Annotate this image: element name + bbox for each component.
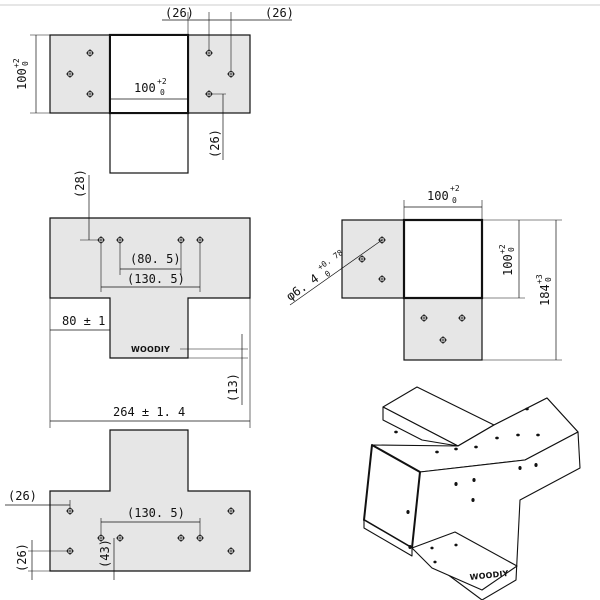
iso-holes xyxy=(394,407,540,564)
bottom-view-holes xyxy=(66,507,235,555)
dim-tol: 0 xyxy=(452,196,457,205)
svg-text:0: 0 xyxy=(21,61,30,66)
dim-text-side-184: 184 +3 0 xyxy=(535,274,553,306)
top-view-square xyxy=(108,33,190,115)
dim-text-bottom-26-side: (26) xyxy=(15,543,29,572)
dim-text-top-inner: 100 xyxy=(134,81,156,95)
dim-text-hole-dia: φ6. 4 +0. 78 0 xyxy=(284,248,345,304)
svg-text:(43): (43) xyxy=(98,539,112,568)
dim-tol: +2 xyxy=(157,77,167,86)
iso-top-arm-side xyxy=(382,406,459,447)
iso-logo: WOODIY xyxy=(469,569,509,582)
svg-text:0: 0 xyxy=(507,247,516,252)
dim-text-bottom-26-top: (26) xyxy=(8,489,37,503)
dim-text-side-100: 100 xyxy=(427,189,449,203)
side-view-square-fill xyxy=(404,220,482,298)
dim-text-bottom-43: (43) xyxy=(98,539,112,568)
svg-text:100: 100 xyxy=(15,68,29,90)
dim-text-top-vert-26: (26) xyxy=(208,129,222,158)
dim-text-side-100v: 100 +2 0 xyxy=(498,244,516,276)
front-view: (28) (80. 5) (130. 5) 80 ± 1 WOODIY (13)… xyxy=(49,169,251,428)
svg-text:+2: +2 xyxy=(12,58,21,68)
svg-text:(26): (26) xyxy=(208,129,222,158)
side-view: 100 +2 0 100 +2 0 184 +3 0 φ6. 4 +0. 78 … xyxy=(284,184,562,361)
dim-text-top-left-26: (26) xyxy=(165,6,194,20)
svg-text:+3: +3 xyxy=(535,274,544,284)
top-view-square-fill xyxy=(111,36,187,112)
iso-bottom-tab xyxy=(411,531,518,591)
dim-text-front-13: (13) xyxy=(226,373,240,402)
top-view: (26) (26) 100 +2 0 100 +2 0 (26) xyxy=(12,6,294,174)
dim-text-front-80: 80 ± 1 xyxy=(62,314,105,328)
bottom-view-plate xyxy=(49,429,251,572)
dim-text-front-80-5: (80. 5) xyxy=(130,252,181,266)
dim-text-front-28: (28) xyxy=(73,169,87,198)
dim-text-bottom-130-5: (130. 5) xyxy=(127,506,185,520)
dim-text-top-right-26: (26) xyxy=(265,6,294,20)
svg-text:0: 0 xyxy=(544,277,553,282)
svg-text:0: 0 xyxy=(323,269,332,279)
side-view-tab xyxy=(403,297,483,361)
side-view-square xyxy=(402,218,484,300)
iso-square-lip xyxy=(363,519,413,557)
top-view-tab xyxy=(109,112,189,174)
svg-text:(28): (28) xyxy=(73,169,87,198)
svg-text:(13): (13) xyxy=(226,373,240,402)
front-view-plate xyxy=(49,217,251,359)
svg-text:184: 184 xyxy=(538,284,552,306)
dim-tol: +2 xyxy=(450,184,460,193)
dim-text-front-264: 264 ± 1. 4 xyxy=(113,405,185,419)
svg-text:(26): (26) xyxy=(15,543,29,572)
dim-text-front-130-5: (130. 5) xyxy=(127,272,185,286)
side-view-holes xyxy=(358,236,466,344)
side-view-flange xyxy=(341,219,405,299)
svg-text:+0. 78: +0. 78 xyxy=(316,248,345,272)
dim-text-top-height: 100 +2 0 xyxy=(12,58,30,90)
svg-text:+2: +2 xyxy=(498,244,507,254)
top-view-holes xyxy=(66,49,235,98)
dim-tol: 0 xyxy=(160,88,165,97)
svg-text:φ6. 4: φ6. 4 xyxy=(284,271,322,303)
isometric-view: WOODIY xyxy=(363,386,581,600)
front-view-logo: WOODIY xyxy=(131,345,170,354)
dim-leader xyxy=(289,239,383,306)
bottom-view: (26) (130. 5) (26) (43) xyxy=(5,429,251,580)
svg-text:100: 100 xyxy=(501,254,515,276)
